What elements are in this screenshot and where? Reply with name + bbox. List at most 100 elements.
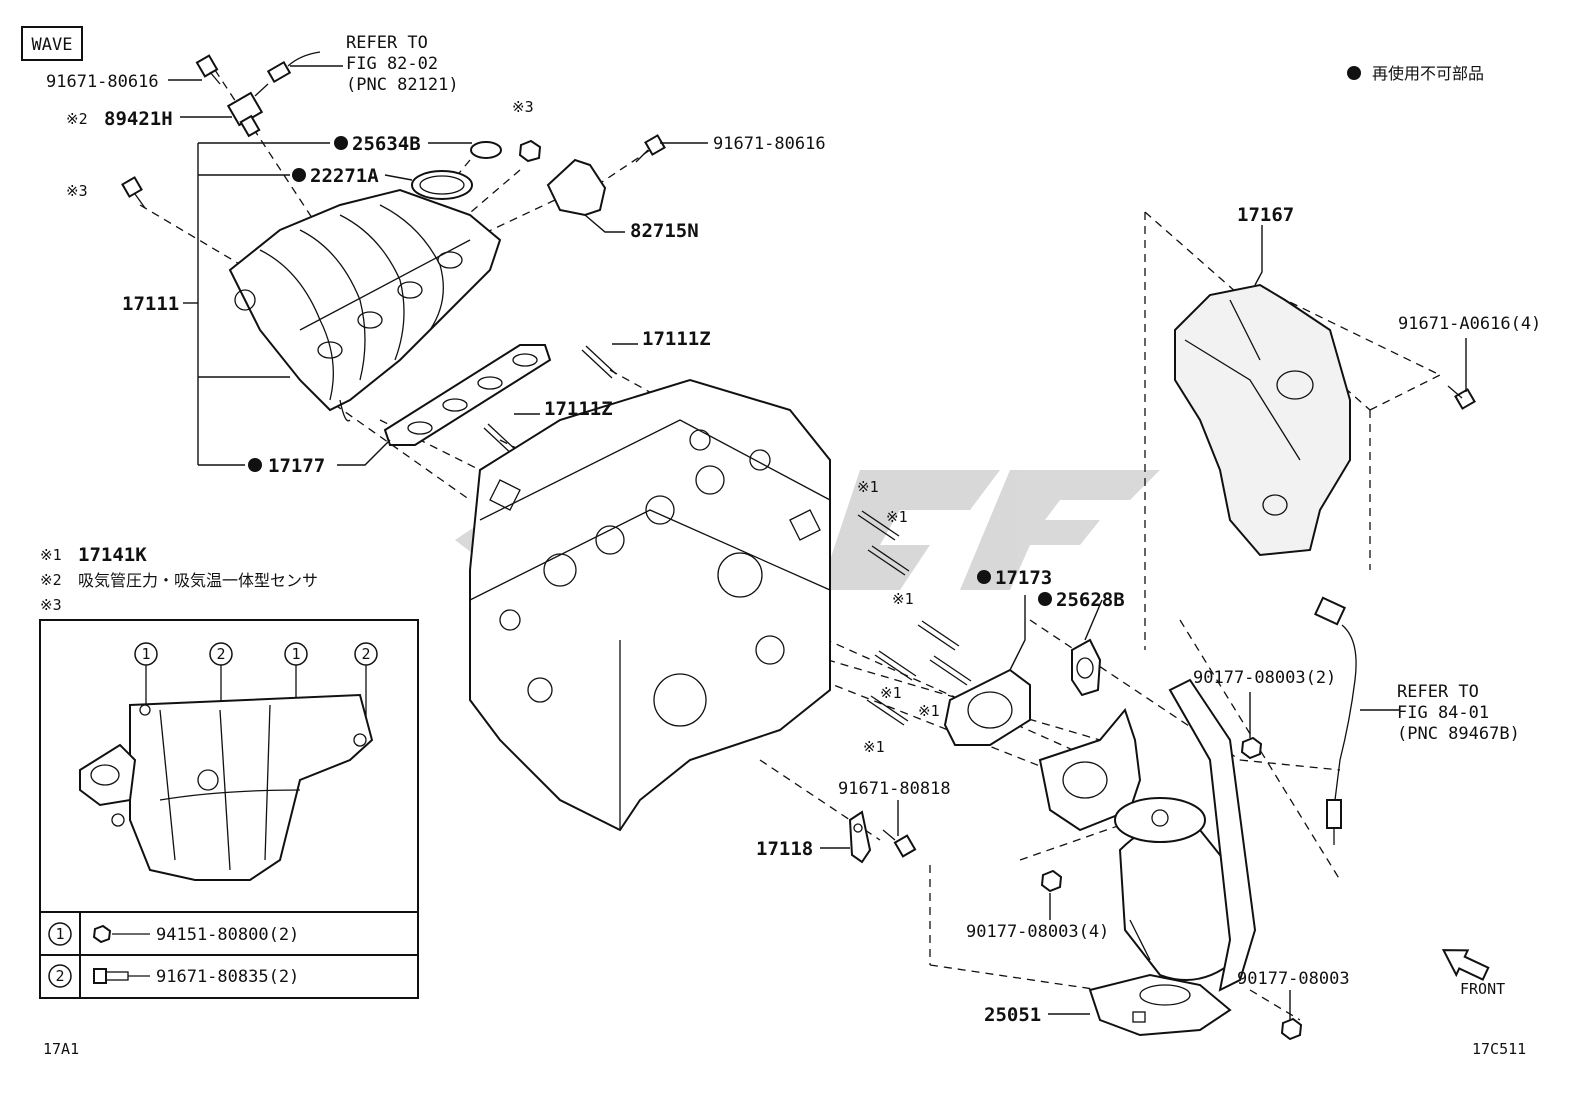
refer-82-line3: (PNC 82121) bbox=[346, 75, 459, 95]
bracket-82715n-icon bbox=[546, 158, 607, 217]
callout-17173: 17173 bbox=[995, 567, 1052, 589]
intake-manifold-icon bbox=[228, 188, 502, 422]
callout-bolt-top: 91671-80616 bbox=[46, 72, 159, 92]
callout-25634b: 25634B bbox=[352, 133, 421, 155]
callout-bolt-right: 91671-80616 bbox=[713, 134, 826, 154]
callout-82715n: 82715N bbox=[630, 220, 699, 242]
callout-08003-4: 90177-08003(4) bbox=[966, 922, 1109, 942]
note1-text: 17141K bbox=[78, 544, 147, 566]
callout-17118: 17118 bbox=[756, 838, 813, 860]
callout-mark3-top: ※3 bbox=[512, 98, 534, 116]
inset-row: 2 91671-80835(2) bbox=[48, 964, 299, 988]
svg-text:94151-80800(2): 94151-80800(2) bbox=[156, 925, 299, 945]
callout-17111: 17111 bbox=[122, 293, 179, 315]
note3-mark: ※3 bbox=[40, 596, 62, 614]
stud-icon bbox=[917, 620, 960, 651]
note2-mark: ※2 bbox=[40, 571, 62, 589]
svg-text:2: 2 bbox=[361, 645, 370, 663]
wave-badge: WAVE bbox=[21, 26, 83, 61]
bolt-icon bbox=[93, 968, 107, 984]
stud-mark-1d: ※1 bbox=[880, 684, 902, 702]
nut-icon bbox=[92, 924, 112, 944]
stud-mark-1c: ※1 bbox=[892, 590, 914, 608]
callout-25628b: 25628B bbox=[1056, 589, 1125, 611]
callout-08003-2: 90177-08003(2) bbox=[1193, 668, 1336, 688]
callout-sensor-mark: ※2 bbox=[66, 110, 88, 128]
bolt-icon bbox=[1447, 385, 1476, 410]
non-reusable-legend: 再使用不可部品 bbox=[1347, 64, 1484, 83]
manifold-gasket-icon bbox=[383, 344, 552, 446]
stud-icon bbox=[929, 655, 972, 686]
front-label: FRONT bbox=[1460, 980, 1505, 998]
inset-circle-label: 2 bbox=[354, 642, 378, 666]
svg-text:1: 1 bbox=[291, 645, 300, 663]
note2-text: 吸気管圧力・吸気温一体型センサ bbox=[78, 571, 318, 590]
stud-icon bbox=[866, 695, 909, 726]
callout-17167: 17167 bbox=[1237, 204, 1294, 226]
svg-text:WAVE: WAVE bbox=[32, 35, 73, 55]
gasket-ring-small-icon bbox=[470, 141, 502, 159]
svg-text:2: 2 bbox=[55, 967, 64, 985]
callout-mark3-left: ※3 bbox=[66, 182, 88, 200]
page-code-right: 17C511 bbox=[1472, 1040, 1526, 1058]
refer-82-line1: REFER TO bbox=[346, 33, 428, 53]
leader-lines bbox=[168, 65, 1467, 1020]
callout-22271a: 22271A bbox=[310, 165, 379, 187]
inset-circle-label: 2 bbox=[209, 642, 233, 666]
page-code-left: 17A1 bbox=[43, 1040, 79, 1058]
nut-icon bbox=[518, 139, 542, 163]
callout-17111z-a: 17111Z bbox=[642, 328, 711, 350]
svg-text:1: 1 bbox=[141, 645, 150, 663]
callout-25051: 25051 bbox=[984, 1004, 1041, 1026]
bolt-icon bbox=[882, 829, 917, 858]
manifold-group-bracket bbox=[183, 142, 330, 466]
front-arrow-icon bbox=[1441, 949, 1490, 981]
inset-manifold-outline-icon bbox=[79, 693, 374, 881]
nut-icon bbox=[1280, 1017, 1303, 1041]
bracket-17118-icon bbox=[848, 810, 872, 864]
sensor-assembly bbox=[121, 51, 666, 217]
refer-84-line3: (PNC 89467B) bbox=[1397, 724, 1520, 744]
oxygen-sensor-icon bbox=[1313, 596, 1357, 845]
sensor-connector-icon bbox=[266, 51, 321, 84]
refer-84-line2: FIG 84-01 bbox=[1397, 703, 1489, 723]
heat-insulator-icon bbox=[1174, 283, 1351, 557]
throttle-gasket-icon bbox=[411, 170, 473, 200]
bolt-icon bbox=[195, 54, 221, 85]
inset-circle-label: 1 bbox=[284, 642, 308, 666]
stud-icon bbox=[581, 345, 617, 379]
callout-80818: 91671-80818 bbox=[838, 779, 951, 799]
inset-row: 1 94151-80800(2) bbox=[48, 922, 299, 946]
stud-mark-1f: ※1 bbox=[863, 738, 885, 756]
callout-17177: 17177 bbox=[268, 455, 325, 477]
stud-mark-1b: ※1 bbox=[886, 508, 908, 526]
refer-84-line1: REFER TO bbox=[1397, 682, 1479, 702]
nut-icon bbox=[1240, 736, 1263, 760]
inset-table: 1 2 1 2 bbox=[39, 619, 419, 999]
catalytic-converter-icon bbox=[1038, 678, 1257, 1037]
cylinder-head-block-icon bbox=[469, 378, 831, 832]
callout-a0616: 91671-A0616(4) bbox=[1398, 314, 1541, 334]
note1-mark: ※1 bbox=[40, 546, 62, 564]
stud-mark-1e: ※1 bbox=[918, 702, 940, 720]
callout-17111z-b: 17111Z bbox=[544, 398, 613, 420]
refer-82-line2: FIG 82-02 bbox=[346, 54, 438, 74]
exhaust-studs bbox=[857, 510, 972, 726]
svg-text:1: 1 bbox=[55, 925, 64, 943]
bolt-icon bbox=[121, 176, 146, 209]
stud-icon bbox=[874, 650, 917, 681]
callout-08003: 90177-08003 bbox=[1237, 969, 1350, 989]
stud-icon bbox=[867, 545, 910, 576]
stud-mark-1a: ※1 bbox=[857, 478, 879, 496]
inset-circle-label: 1 bbox=[134, 642, 158, 666]
exhaust-gasket-17173-icon bbox=[943, 595, 1031, 746]
callout-sensor: 89421H bbox=[104, 108, 173, 130]
nut-icon bbox=[1040, 869, 1063, 893]
intake-pressure-sensor-icon bbox=[226, 83, 269, 138]
svg-text:91671-80835(2): 91671-80835(2) bbox=[156, 967, 299, 987]
exhaust-gasket-25628b-icon bbox=[1071, 638, 1102, 697]
svg-text:再使用不可部品: 再使用不可部品 bbox=[1372, 64, 1484, 83]
svg-text:2: 2 bbox=[216, 645, 225, 663]
bolt-icon bbox=[635, 134, 666, 163]
